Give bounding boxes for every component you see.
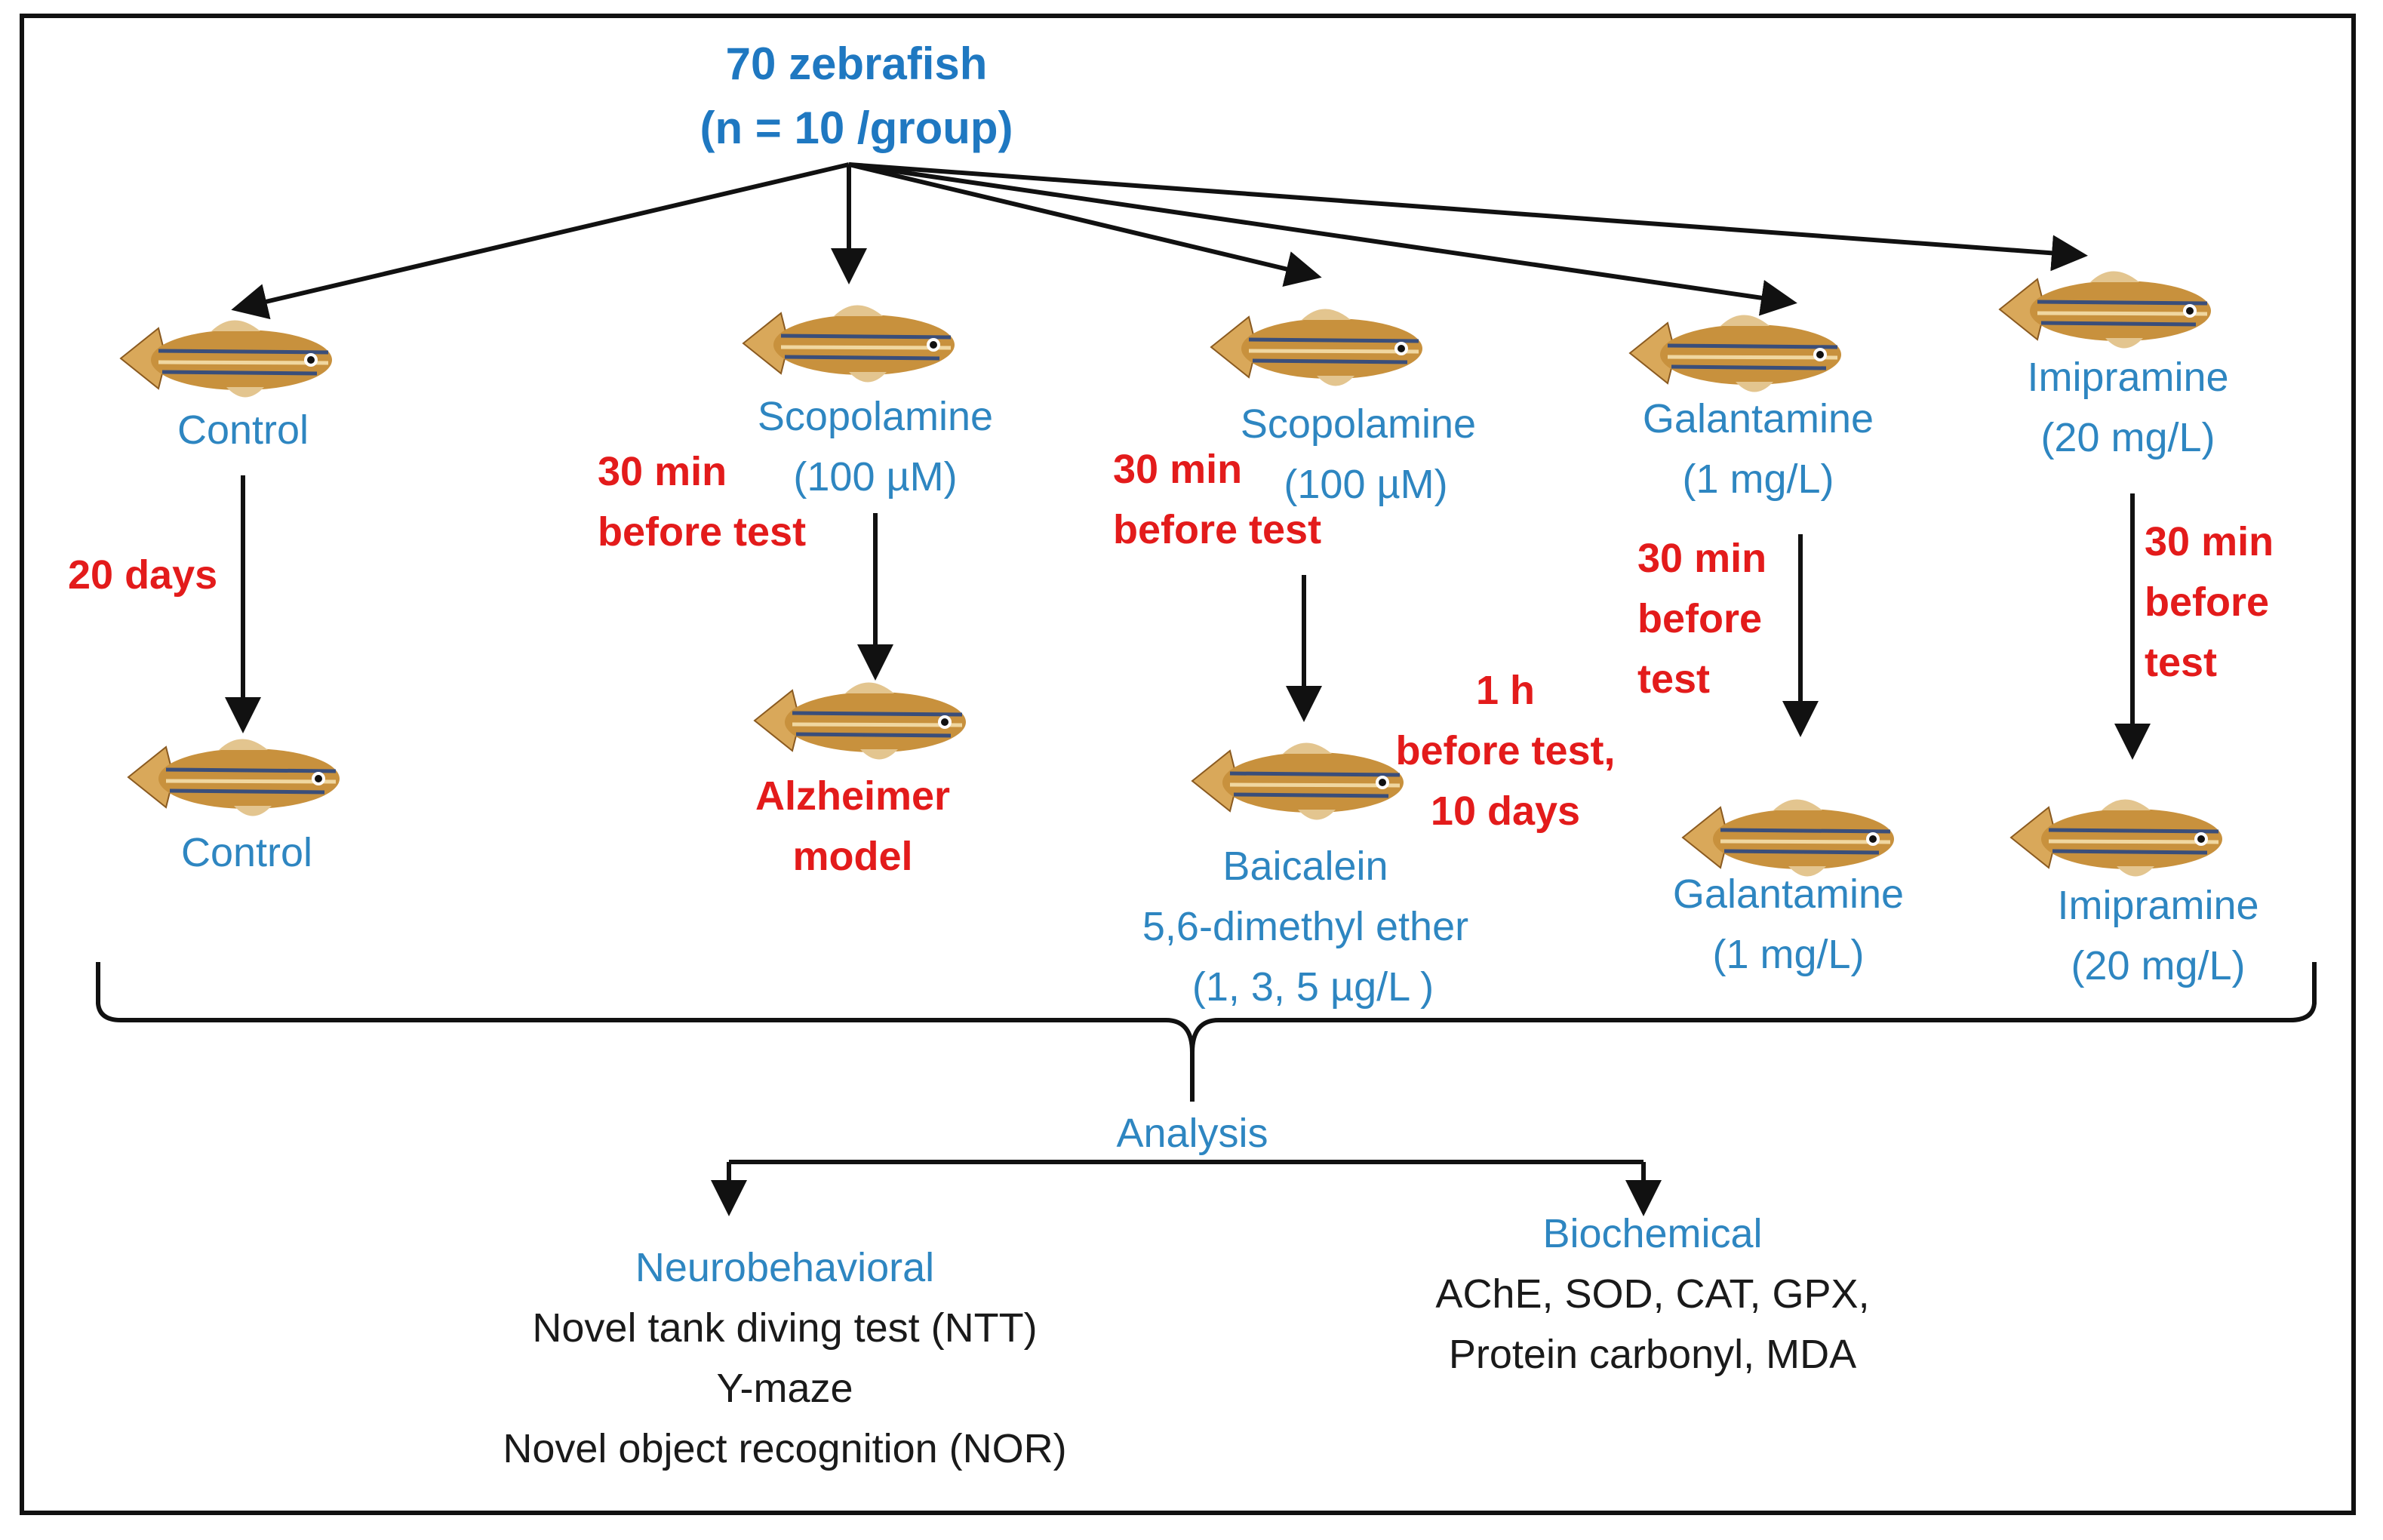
arrow-to-control — [231, 162, 850, 320]
group-label-scopolamine-b-top: Scopolamine — [1240, 401, 1477, 447]
group-label-control-bottom: Control — [180, 830, 313, 875]
group-label-imipramine-bottom-2: (20 mg/L) — [2071, 943, 2246, 988]
timing-imipramine-2: before — [2145, 579, 2270, 625]
group-label-alzheimer-2: model — [792, 834, 913, 879]
timing-galantamine-1: 30 min — [1637, 536, 1767, 581]
timing-control: 20 days — [68, 552, 218, 598]
group-label-imipramine-dose: (20 mg/L) — [2040, 415, 2215, 460]
diagram-frame — [20, 14, 2356, 1515]
timing-baicalein-3: 10 days — [1430, 788, 1581, 834]
arrow-to-imipramine — [848, 162, 2088, 272]
neuro-item: Novel tank diving test (NTT) — [532, 1305, 1038, 1351]
group-label-baicalein-3: (1, 3, 5 µg/L ) — [1192, 964, 1434, 1010]
group-label-galantamine-bottom-1: Galantamine — [1672, 871, 1905, 917]
timing-imipramine-3: test — [2145, 640, 2218, 685]
timing-galantamine-2: before — [1637, 596, 1763, 641]
timing-baicalein-1: 1 h — [1475, 668, 1536, 713]
fish-icon — [121, 724, 362, 838]
group-label-galantamine-bottom-2: (1 mg/L) — [1712, 932, 1865, 977]
group-label-imipramine-bottom-1: Imipramine — [2057, 883, 2259, 928]
timing-scopolamine-b-1: 30 min — [1113, 447, 1243, 492]
title-line2: (n = 10 /group) — [700, 103, 1013, 153]
arrow-to-scopolamine-baicalein — [848, 162, 1322, 287]
group-label-galantamine-top: Galantamine — [1642, 396, 1874, 441]
group-label-imipramine-top: Imipramine — [2027, 355, 2229, 400]
analysis-label: Analysis — [1116, 1111, 1268, 1156]
biochem-item: AChE, SOD, CAT, GPX, — [1435, 1271, 1870, 1317]
group-label-galantamine-dose: (1 mg/L) — [1682, 456, 1834, 502]
group-label-scopolamine-dose: (100 µM) — [793, 454, 958, 500]
group-label-alzheimer-1: Alzheimer — [755, 773, 951, 819]
neuro-item: Y-maze — [716, 1366, 853, 1411]
title-line1: 70 zebrafish — [725, 38, 988, 89]
timing-scopolamine-b-2: before test — [1113, 507, 1322, 552]
timing-baicalein-2: before test, — [1395, 728, 1616, 773]
biochem-item: Protein carbonyl, MDA — [1448, 1332, 1857, 1377]
neuro-item: Novel object recognition (NOR) — [503, 1426, 1067, 1471]
timing-scopolamine-1: 30 min — [598, 449, 727, 494]
analysis-brace — [96, 962, 2317, 1102]
group-label-control-top: Control — [177, 407, 309, 453]
fish-icon — [747, 668, 989, 781]
group-label-scopolamine-b-dose: (100 µM) — [1284, 462, 1448, 507]
timing-scopolamine-2: before test — [598, 509, 807, 555]
group-label-baicalein-2: 5,6-dimethyl ether — [1142, 904, 1469, 949]
group-label-scopolamine-top: Scopolamine — [757, 394, 994, 439]
group-label-baicalein-1: Baicalein — [1222, 844, 1388, 889]
timing-galantamine-3: test — [1637, 656, 1711, 702]
fish-icon — [1204, 294, 1445, 407]
neuro-heading: Neurobehavioral — [635, 1245, 935, 1290]
biochem-heading: Biochemical — [1542, 1211, 1763, 1256]
arrow-to-galantamine — [848, 162, 1797, 316]
timing-imipramine-1: 30 min — [2145, 519, 2274, 564]
